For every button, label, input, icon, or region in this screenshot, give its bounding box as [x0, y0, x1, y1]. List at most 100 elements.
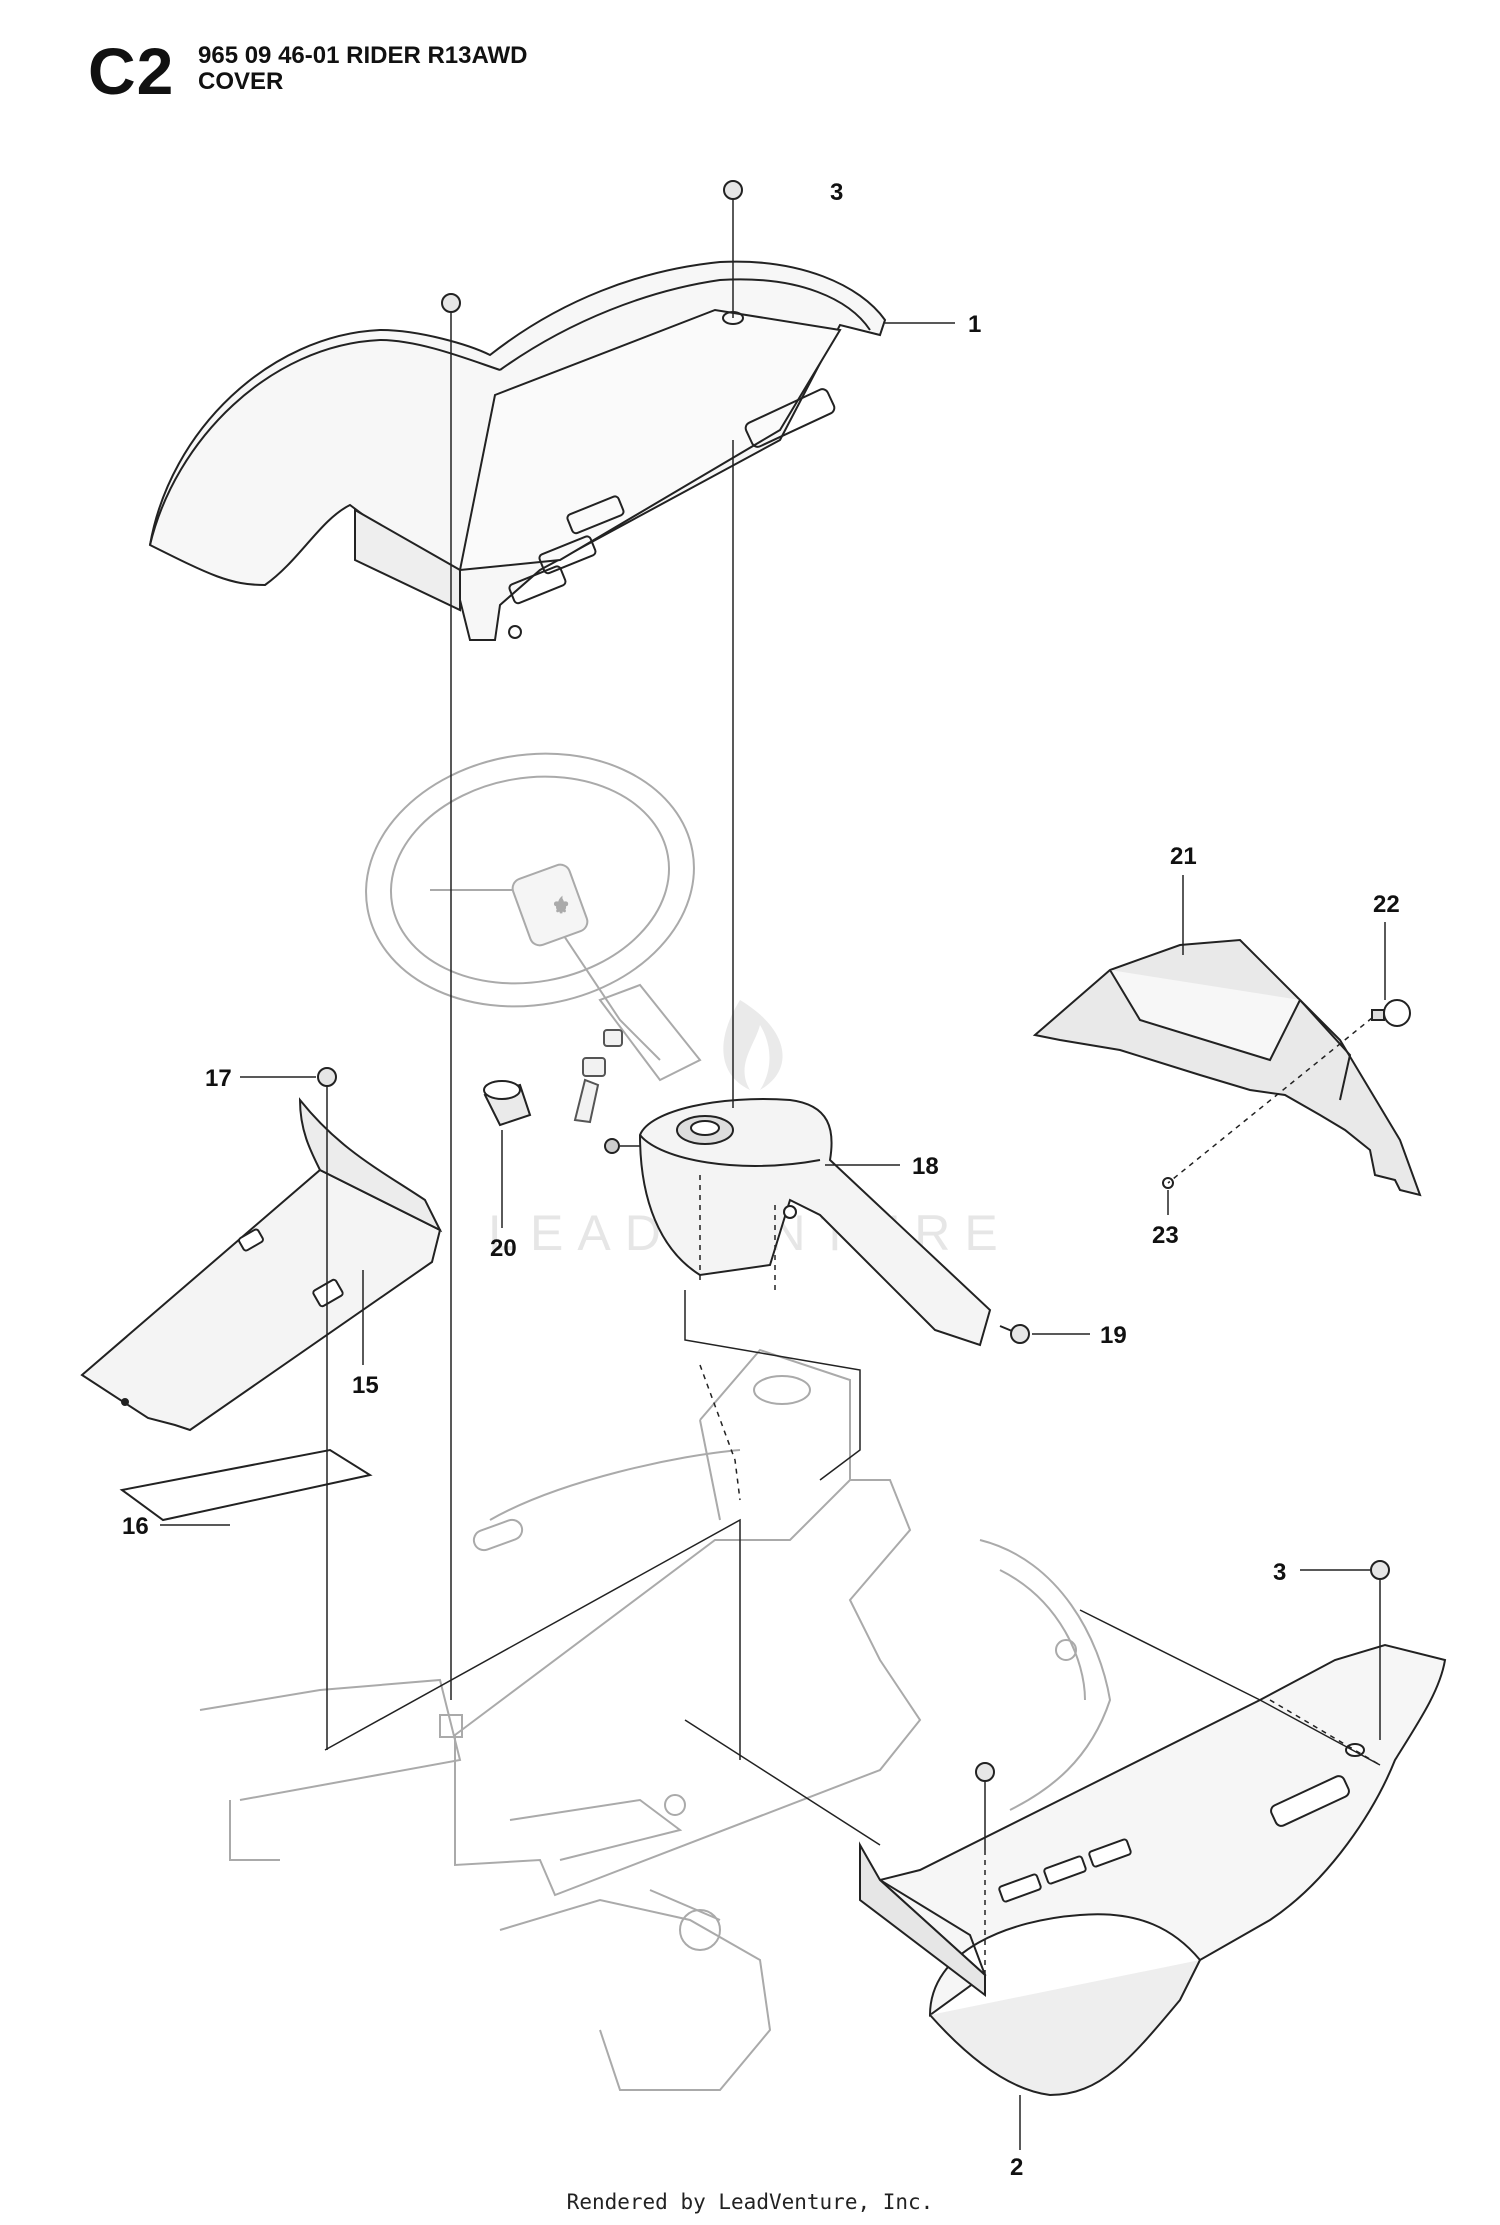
rear-axle-plate	[509, 1798, 683, 1861]
vent-slot	[508, 565, 567, 605]
bracket-hole	[679, 1909, 721, 1951]
vent-slot	[1088, 1838, 1132, 1868]
part-18-console-cover	[604, 1098, 992, 1347]
part-22-clip	[1371, 999, 1411, 1027]
handle-recess	[1270, 1775, 1350, 1827]
rear-bracket	[499, 1898, 772, 2091]
part-21-side-cover	[1032, 938, 1422, 1197]
axle-stub	[229, 1800, 280, 1861]
section-code: C2	[88, 34, 175, 108]
screw-hole	[783, 1205, 797, 1219]
callout-23: 23	[1152, 1222, 1179, 1249]
footer-credit: Rendered by LeadVenture, Inc.	[566, 2190, 934, 2214]
side-flap	[354, 508, 461, 612]
front-axle-bracket	[199, 1678, 462, 1801]
leader-lines	[160, 322, 1386, 2150]
steering-assembly: ⚜	[365, 752, 702, 1082]
cover-body	[1032, 938, 1422, 1197]
knob-top	[483, 1080, 521, 1100]
callout-22: 22	[1373, 891, 1400, 918]
steering-wheel-rim	[365, 752, 695, 1008]
part-1-rear-fender-cover	[148, 260, 887, 641]
callout-15: 15	[352, 1372, 379, 1399]
screw-shank	[999, 1325, 1013, 1332]
callout-21: 21	[1170, 843, 1197, 870]
assembly-line	[684, 1290, 861, 1481]
callout-2: 2	[1010, 2154, 1023, 2181]
rear-loop-inner	[999, 1569, 1086, 1701]
panel-flange	[298, 1097, 443, 1233]
assembly-line	[324, 1518, 741, 1760]
part-20-knob	[483, 1080, 532, 1127]
console-edge	[639, 1134, 821, 1167]
grommet	[604, 1138, 620, 1154]
rear-loop	[979, 1539, 1112, 1811]
panel-slot	[312, 1278, 344, 1308]
nut	[582, 1057, 606, 1077]
screw-head-icon	[441, 293, 461, 313]
frame-tube-end	[472, 1518, 524, 1552]
frame-hole	[1055, 1639, 1077, 1661]
screw-head-icon	[317, 1067, 337, 1087]
assembly-name: COVER	[198, 68, 284, 95]
panel-slot	[238, 1228, 264, 1252]
vent-slot	[566, 495, 625, 535]
screw-head-icon	[1370, 1560, 1390, 1580]
vent-slot	[998, 1873, 1042, 1903]
fender-lower-arch	[929, 1959, 1201, 2097]
callout-3: 3	[830, 179, 843, 206]
part-16-strip	[119, 1448, 373, 1522]
vent-slot	[1043, 1855, 1087, 1885]
callout-20: 20	[490, 1235, 517, 1262]
steering-column	[598, 983, 702, 1082]
callout-17: 17	[205, 1065, 232, 1092]
assembly-line-dashed	[1269, 1699, 1381, 1766]
fender-arch	[149, 338, 501, 546]
bracket-edge	[649, 1889, 721, 1921]
screw-head-icon	[1010, 1324, 1030, 1344]
callout-19: 19	[1100, 1322, 1127, 1349]
screw-head-icon	[975, 1762, 995, 1782]
fastener-screws	[441, 180, 1390, 1782]
main-frame	[454, 1479, 922, 1897]
assembly-line	[1079, 1609, 1381, 1766]
console-body	[638, 1098, 992, 1347]
handle-recess	[744, 388, 836, 448]
frame-tab	[439, 1714, 463, 1738]
fuel-cap-center	[690, 1120, 720, 1136]
assembly-line-22-23	[1167, 1017, 1373, 1184]
bolt	[573, 1078, 600, 1124]
part-2-front-fender-cover	[859, 1643, 1447, 2097]
fender-lower-body	[877, 1643, 1447, 2017]
panel-body	[80, 1168, 442, 1432]
callout-labels: 1 2 3 3 15 16 17 18 19 20 21 22 23	[122, 179, 1400, 2181]
vent-slot	[538, 535, 597, 575]
assembly-line-dashed	[699, 1364, 741, 1501]
cover-ridge	[1299, 999, 1352, 1101]
model-line: 965 09 46-01 RIDER R13AWD	[198, 42, 528, 69]
nut	[603, 1029, 623, 1047]
column-hardware	[573, 1029, 623, 1124]
screw-head-icon	[723, 180, 743, 200]
callout-3: 3	[1273, 1559, 1286, 1586]
chassis-frame	[199, 1348, 1112, 2091]
panel-hole	[121, 1398, 129, 1406]
callout-16: 16	[122, 1513, 149, 1540]
frame-rail	[489, 1449, 741, 1521]
callout-18: 18	[912, 1153, 939, 1180]
mounting-hole	[508, 625, 522, 639]
steering-hub	[511, 863, 589, 947]
frame-bushing	[753, 1375, 811, 1405]
clip-body	[1371, 1009, 1385, 1021]
part-17-screw	[317, 1067, 337, 1087]
part-19-screw	[999, 1324, 1030, 1344]
fender-rim	[499, 278, 871, 371]
frame-tower-edge	[699, 1419, 721, 1521]
cover-top-panel	[1109, 969, 1301, 1062]
steering-hub-emblem-icon: ⚜	[553, 896, 569, 916]
steering-wheel-inner	[389, 775, 671, 985]
flame-logo-icon	[723, 1000, 783, 1090]
fender-step	[879, 1879, 986, 1976]
